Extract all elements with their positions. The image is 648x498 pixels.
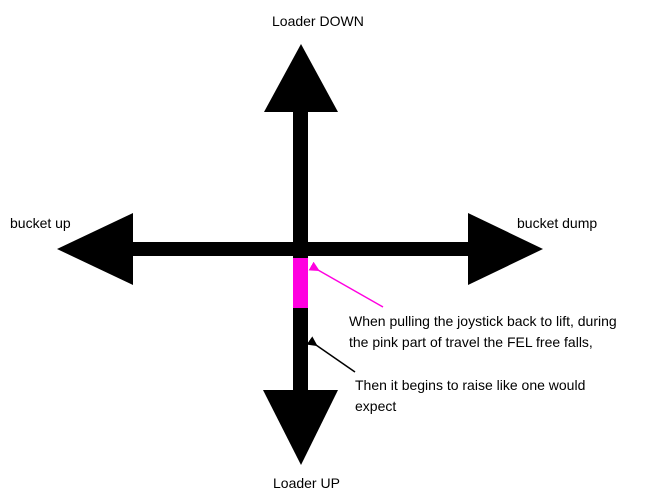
pink-pointer-arrow	[308, 261, 384, 308]
note-free-fall: When pulling the joystick back to lift, …	[349, 311, 617, 353]
black-pointer-arrow	[306, 336, 356, 373]
free-fall-segment	[293, 258, 308, 308]
label-bucket-up: bucket up	[10, 215, 71, 231]
note-raise: Then it begins to raise like one would e…	[355, 375, 585, 417]
note-free-fall-line1: When pulling the joystick back to lift, …	[349, 313, 617, 329]
arrowhead-left	[57, 213, 133, 285]
note-free-fall-line2: the pink part of travel the FEL free fal…	[349, 334, 593, 350]
note-raise-line2: expect	[355, 398, 397, 414]
label-bucket-dump: bucket dump	[517, 215, 598, 231]
label-loader-up: Loader UP	[273, 475, 340, 491]
label-loader-down: Loader DOWN	[272, 13, 364, 29]
arrowhead-down	[263, 390, 338, 465]
horizontal-shaft	[125, 242, 475, 256]
note-raise-line1: Then it begins to raise like one would	[355, 377, 586, 393]
arrowhead-up	[264, 44, 338, 112]
arrowhead-right	[468, 213, 543, 285]
